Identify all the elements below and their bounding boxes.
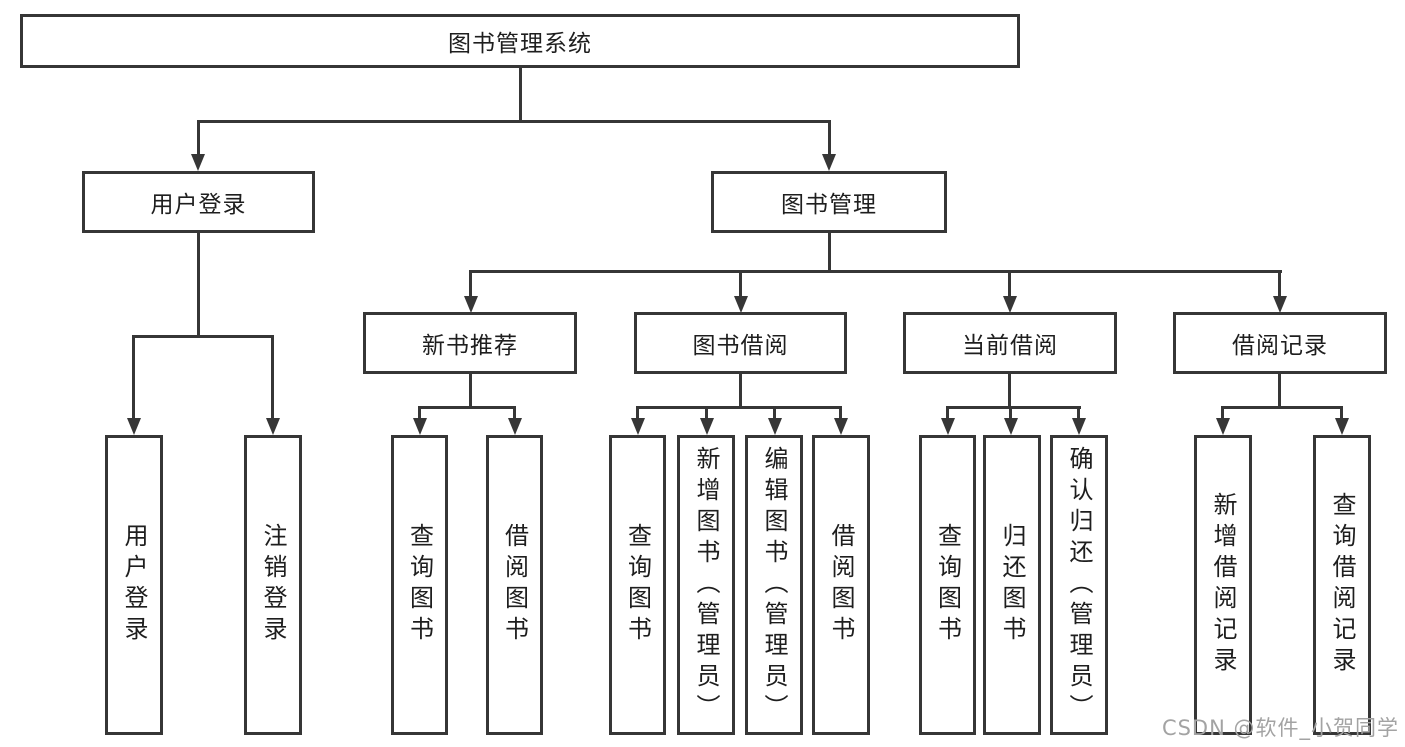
connector-book-borrow-stem: [739, 374, 742, 407]
arrow-down-icon: [734, 296, 748, 313]
arrow-down-icon: [822, 154, 836, 171]
connector-book-mgmt-stem: [828, 233, 831, 270]
leaf-label: 查询图书: [933, 523, 962, 647]
leaf-label: 借阅图书: [827, 523, 855, 647]
connector-new-book-hbar: [418, 406, 516, 409]
connector-new-book-stem: [469, 374, 472, 407]
node-book-borrow: 图书借阅: [634, 312, 847, 374]
connector-drop-leaf-login: [132, 335, 135, 418]
connector-drop: [418, 406, 421, 418]
leaf-label: 注销登录: [259, 523, 287, 647]
csdn-watermark: CSDN @软件_小贺同学: [1161, 716, 1399, 740]
arrow-down-icon: [413, 418, 427, 435]
connector-drop-new-book: [469, 270, 472, 296]
node-label: 借阅记录: [1232, 333, 1328, 359]
leaf-label: 归还图书: [998, 523, 1026, 647]
connector-drop: [1221, 406, 1224, 418]
connector-user-login-stem: [197, 233, 200, 335]
connector-drop: [705, 406, 708, 418]
connector-drop: [513, 406, 516, 418]
connector-drop: [636, 406, 639, 418]
node-label: 当前借阅: [962, 333, 1058, 359]
arrow-down-icon: [1273, 296, 1287, 313]
connector-root-hbar: [197, 120, 831, 123]
connector-drop-book-mgmt: [828, 120, 831, 154]
arrow-down-icon: [1335, 418, 1349, 435]
arrow-down-icon: [1072, 418, 1086, 435]
connector-borrow-record-stem: [1278, 374, 1281, 407]
arrow-down-icon: [834, 418, 848, 435]
node-borrow-record: 借阅记录: [1173, 312, 1387, 374]
leaf-add-books-admin: 新增图书（管理员）: [677, 435, 735, 735]
arrow-down-icon: [508, 418, 522, 435]
connector-drop: [1009, 406, 1012, 418]
node-label: 图书管理系统: [448, 31, 592, 57]
leaf-label: 编辑图书（管理员）: [760, 445, 788, 725]
leaf-label: 新增图书（管理员）: [692, 445, 720, 725]
connector-drop-current-borrow: [1008, 270, 1011, 296]
node-label: 新书推荐: [422, 333, 518, 359]
leaf-add-borrow-record: 新增借阅记录: [1194, 435, 1252, 735]
arrow-down-icon: [631, 418, 645, 435]
arrow-down-icon: [768, 418, 782, 435]
arrow-down-icon: [941, 418, 955, 435]
connector-drop: [1340, 406, 1343, 418]
connector-drop-leaf-logout: [271, 335, 274, 418]
node-user-login: 用户登录: [82, 171, 315, 233]
node-library-system: 图书管理系统: [20, 14, 1020, 68]
connector-drop-borrow-record: [1278, 270, 1281, 296]
connector-borrow-record-hbar: [1221, 406, 1343, 409]
arrow-down-icon: [266, 418, 280, 435]
leaf-logout: 注销登录: [244, 435, 302, 735]
node-current-borrow: 当前借阅: [903, 312, 1117, 374]
connector-book-mgmt-hbar: [469, 270, 1282, 273]
leaf-query-borrow-record: 查询借阅记录: [1313, 435, 1371, 735]
arrow-down-icon: [1216, 418, 1230, 435]
arrow-down-icon: [1004, 418, 1018, 435]
leaf-borrow-books: 借阅图书: [812, 435, 870, 735]
connector-drop: [773, 406, 776, 418]
leaf-query-books-borrow: 查询图书: [609, 435, 666, 735]
connector-drop: [946, 406, 949, 418]
connector-current-borrow-stem: [1008, 374, 1011, 407]
leaf-label: 新增借阅记录: [1209, 492, 1237, 678]
connector-root-stem: [519, 68, 522, 121]
leaf-borrow-books-recommend: 借阅图书: [486, 435, 543, 735]
node-label: 图书管理: [781, 192, 877, 218]
connector-user-login-hbar: [132, 335, 274, 338]
connector-book-borrow-hbar: [636, 406, 842, 409]
leaf-query-books-recommend: 查询图书: [391, 435, 448, 735]
connector-drop: [1077, 406, 1080, 418]
node-new-book-recommend: 新书推荐: [363, 312, 577, 374]
leaf-query-books-current: 查询图书: [919, 435, 976, 735]
node-book-management: 图书管理: [711, 171, 947, 233]
connector-current-borrow-hbar: [946, 406, 1081, 409]
arrow-down-icon: [700, 418, 714, 435]
leaf-label: 查询图书: [405, 523, 434, 647]
connector-drop-user-login: [197, 120, 200, 154]
leaf-label: 用户登录: [120, 523, 148, 647]
leaf-label: 查询借阅记录: [1328, 492, 1356, 678]
node-label: 用户登录: [150, 192, 247, 218]
arrow-down-icon: [191, 154, 205, 171]
node-label: 图书借阅: [692, 333, 789, 359]
arrow-down-icon: [127, 418, 141, 435]
leaf-label: 查询图书: [623, 523, 652, 647]
leaf-label: 确认归还（管理员）: [1065, 445, 1093, 725]
connector-drop-book-borrow: [739, 270, 742, 296]
connector-drop: [839, 406, 842, 418]
leaf-user-login: 用户登录: [105, 435, 163, 735]
leaf-label: 借阅图书: [500, 523, 529, 647]
arrow-down-icon: [1003, 296, 1017, 313]
leaf-confirm-return-admin: 确认归还（管理员）: [1050, 435, 1108, 735]
leaf-return-books: 归还图书: [983, 435, 1041, 735]
leaf-edit-books-admin: 编辑图书（管理员）: [745, 435, 803, 735]
arrow-down-icon: [464, 296, 478, 313]
